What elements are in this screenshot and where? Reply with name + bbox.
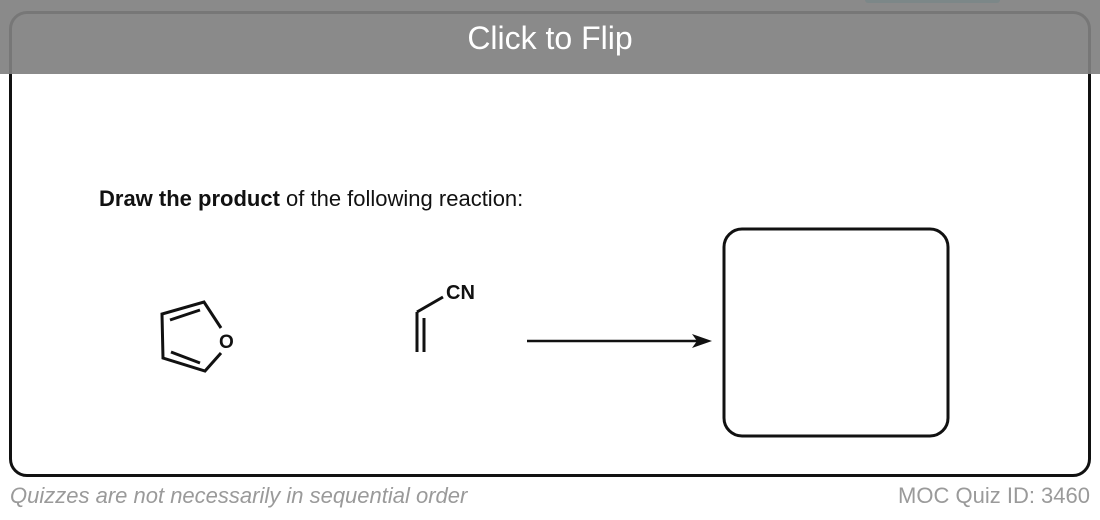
acrylonitrile-structure: [415, 295, 444, 352]
reaction-arrow: [527, 334, 712, 348]
question-text: Draw the product of the following reacti…: [99, 186, 523, 212]
question-bold: Draw the product: [99, 186, 280, 211]
quiz-id: MOC Quiz ID: 3460: [898, 483, 1090, 508]
sequence-note: Quizzes are not necessarily in sequentia…: [10, 483, 468, 508]
oxygen-label: O: [219, 332, 234, 353]
click-to-flip-button[interactable]: Click to Flip: [0, 0, 1100, 74]
question-rest: of the following reaction:: [279, 186, 524, 211]
furan-structure: [160, 300, 223, 373]
product-answer-box[interactable]: [722, 227, 950, 438]
cn-label: CN: [446, 282, 475, 304]
